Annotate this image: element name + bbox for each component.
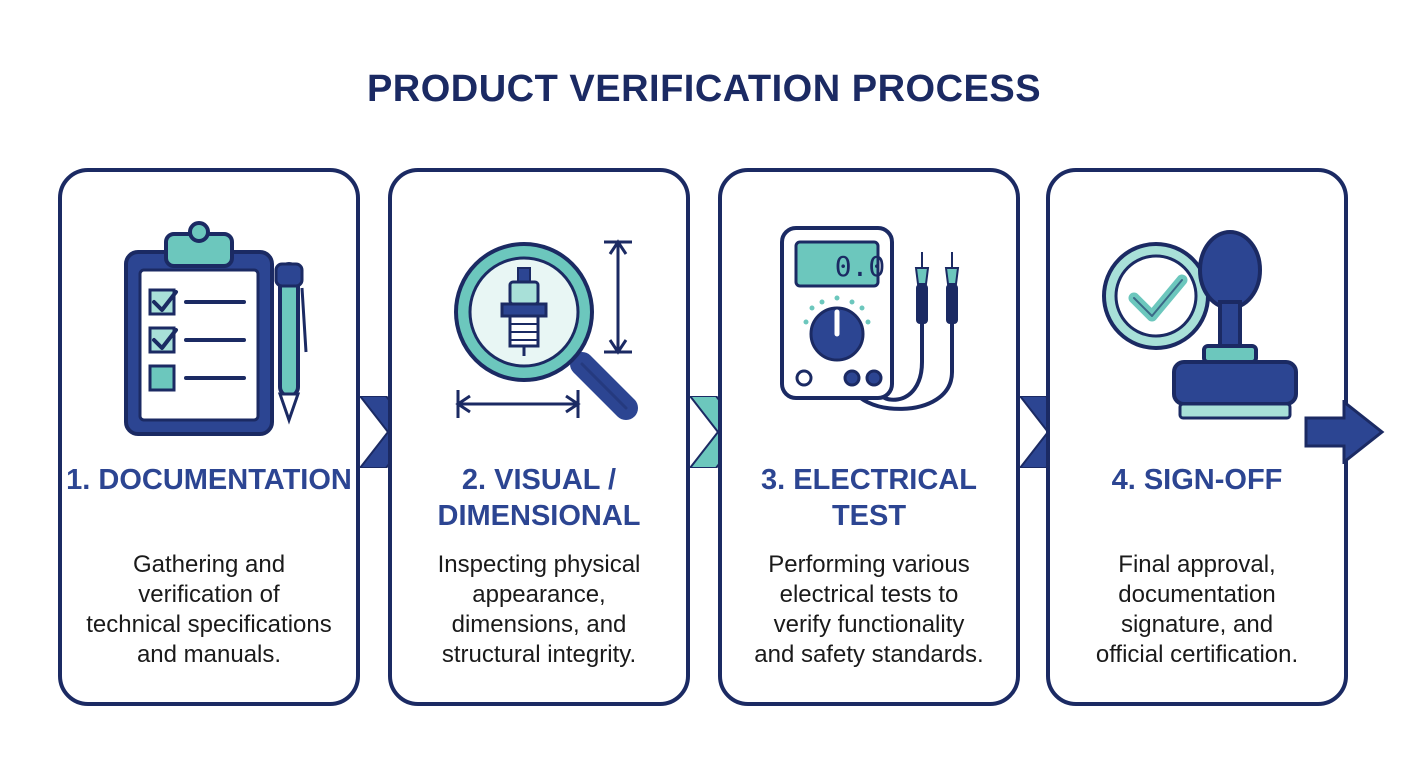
step-heading: 3. ELECTRICAL TEST: [761, 464, 977, 532]
clipboard-checklist-icon: [124, 221, 308, 436]
step-card-sign-off: 4. SIGN-OFF Final approval, documentatio…: [1046, 168, 1348, 706]
step-heading: 1. DOCUMENTATION: [66, 464, 352, 496]
pen-icon: [274, 262, 308, 425]
step-card-documentation: 1. DOCUMENTATION Gathering and verificat…: [58, 168, 360, 706]
meter-display-value: 0.0: [835, 250, 886, 283]
step-heading: 2. VISUAL / DIMENSIONAL: [437, 464, 641, 532]
step-heading: 4. SIGN-OFF: [1111, 464, 1283, 496]
spark-plug-icon: [500, 267, 548, 356]
step-description: Gathering and verification of technical …: [86, 551, 332, 668]
page-title: PRODUCT VERIFICATION PROCESS: [366, 68, 1042, 110]
arrow-right-icon: [1304, 400, 1385, 464]
approval-stamp-icon: [1102, 230, 1298, 420]
rubber-stamp-icon: [1172, 230, 1298, 420]
step-card-visual-dimensional: 2. VISUAL / DIMENSIONAL Inspecting physi…: [388, 168, 690, 706]
step-description: Final approval, documentation signature,…: [1095, 551, 1299, 668]
magnifier-spark-plug-icon: [454, 239, 638, 420]
multimeter-icon: 0.0: [780, 226, 960, 411]
step-description: Performing various electrical tests to v…: [754, 551, 984, 668]
step-card-electrical-test: 0.0 3. ELECTRICAL TEST Performing variou…: [718, 168, 1020, 706]
probe-leads-icon: [914, 252, 960, 324]
step-description: Inspecting physical appearance, dimensio…: [437, 551, 641, 668]
